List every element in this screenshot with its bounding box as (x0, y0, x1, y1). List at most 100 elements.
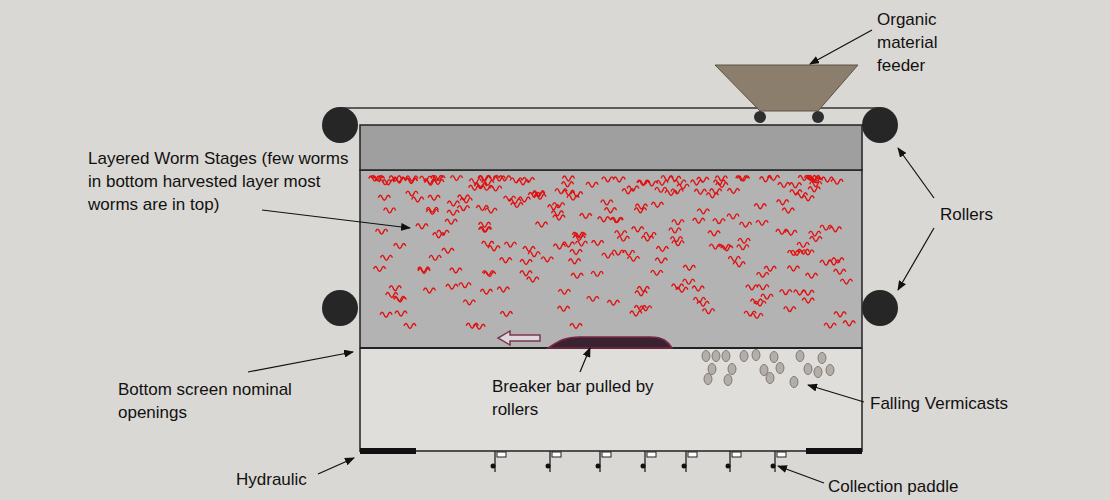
worm (640, 306, 652, 311)
worm (447, 210, 459, 215)
worm (553, 215, 565, 220)
worm (802, 196, 814, 201)
worm (607, 300, 619, 305)
worm (744, 311, 756, 316)
worm (497, 287, 509, 292)
vermicast (814, 367, 822, 378)
worm (612, 250, 624, 255)
worm (580, 214, 592, 219)
worm (692, 286, 704, 291)
worm (655, 258, 667, 263)
worm (534, 194, 546, 199)
vermicast (728, 364, 736, 375)
worm (713, 219, 725, 224)
worm (728, 256, 740, 261)
worm (480, 289, 492, 294)
paddle-hinge (596, 464, 601, 469)
vermicast (752, 350, 760, 361)
roller (322, 107, 358, 143)
paddle-hinge (491, 464, 496, 469)
worm (693, 218, 705, 223)
worm (810, 182, 822, 187)
feeder-wheel (812, 111, 824, 123)
worm (637, 180, 649, 185)
vermicast (760, 365, 768, 376)
worm (457, 206, 469, 211)
worm (558, 306, 570, 311)
vermicast (796, 351, 804, 362)
worm (834, 269, 846, 274)
worm-bed (360, 170, 862, 348)
worm (586, 182, 598, 187)
worm (563, 190, 575, 195)
worm (655, 187, 667, 192)
vermicasts-label: Falling Vermicasts (870, 392, 1070, 415)
worm (527, 277, 539, 282)
worm (831, 179, 843, 184)
worm (447, 201, 459, 206)
worm (641, 236, 653, 241)
worm (393, 177, 405, 182)
worm (737, 245, 749, 250)
worm (768, 176, 780, 181)
roller (862, 107, 898, 143)
feeder-hopper (715, 65, 858, 111)
paddle-arm (774, 451, 775, 472)
worm (602, 253, 614, 258)
vermicast (708, 364, 716, 375)
worm (485, 208, 497, 213)
worm (635, 204, 647, 209)
worm (669, 228, 681, 233)
worm (672, 220, 684, 225)
worm (617, 236, 629, 241)
vermicast (770, 352, 778, 363)
worm (727, 214, 739, 219)
vermicast (724, 375, 732, 386)
worm (638, 180, 650, 185)
paddle-arm (644, 451, 645, 472)
worm (406, 176, 418, 181)
worm (528, 252, 540, 257)
vermicast (804, 364, 812, 375)
worm (840, 279, 852, 284)
worm (601, 200, 613, 205)
paddle-arm (729, 451, 730, 472)
worm (548, 205, 560, 210)
worm (493, 176, 505, 181)
worm (416, 224, 428, 229)
paddle-blade (732, 452, 741, 457)
vermicast (740, 351, 748, 362)
worm (423, 288, 435, 293)
vermicast (818, 353, 826, 364)
worm (703, 309, 715, 314)
vermicast (704, 374, 712, 385)
worm (785, 230, 797, 235)
worm (379, 180, 391, 185)
worm (719, 244, 731, 249)
worm (737, 176, 749, 181)
worm (575, 241, 587, 246)
worm (394, 244, 406, 249)
worm (693, 297, 705, 302)
worm (558, 289, 570, 294)
paddle-blade (602, 452, 611, 457)
worm (750, 299, 762, 304)
worm (791, 250, 803, 255)
worm (806, 273, 818, 278)
worm (802, 290, 814, 295)
worm (810, 237, 822, 242)
worm (475, 183, 487, 188)
worm (790, 190, 802, 195)
worm (562, 182, 574, 187)
vermicast (722, 351, 730, 362)
worm (635, 291, 647, 296)
worms (369, 176, 855, 330)
worm (610, 218, 622, 223)
worm (479, 176, 491, 181)
worm (746, 285, 758, 290)
worm (780, 290, 792, 295)
worm (670, 237, 682, 242)
worm (757, 272, 769, 277)
worm (694, 189, 706, 194)
